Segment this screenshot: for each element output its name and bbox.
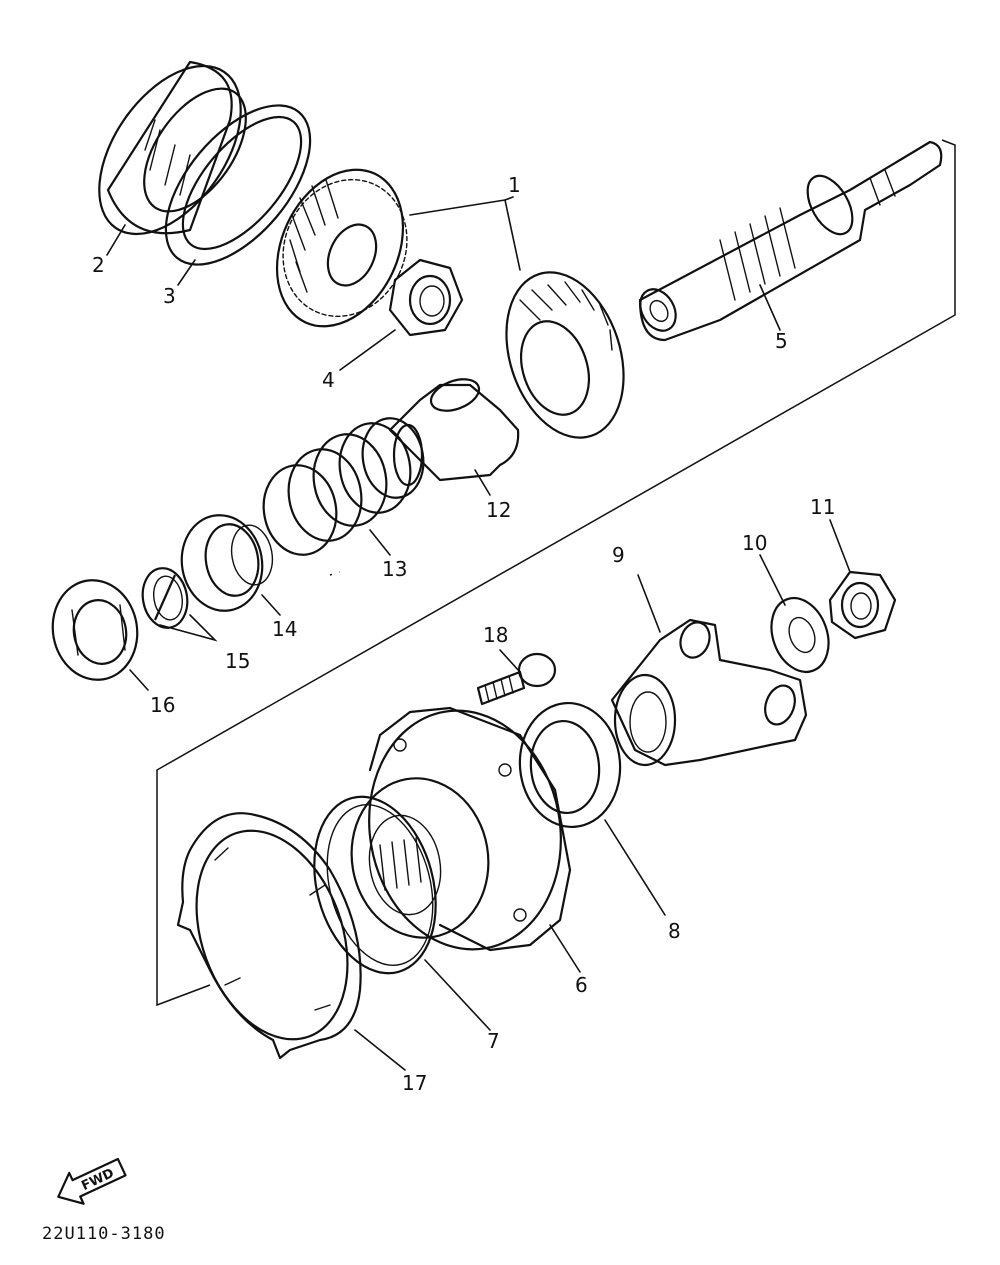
shaft-part-5	[638, 140, 943, 342]
callout-3: 3	[163, 284, 176, 308]
callout-7: 7	[487, 1029, 500, 1053]
oil-seal-part-8	[518, 701, 622, 829]
bearing-part-2	[98, 60, 247, 236]
callout-2: 2	[92, 253, 105, 277]
callout-10: 10	[742, 531, 767, 555]
callout-4: 4	[322, 368, 335, 392]
callout-15: 15	[225, 649, 250, 673]
bolt-part-18	[476, 652, 557, 706]
plate-part-17	[176, 812, 362, 1060]
spring-part-13	[262, 417, 425, 556]
callout-18: 18	[483, 623, 508, 647]
leader-lines	[106, 224, 851, 1071]
callout-11: 11	[810, 495, 835, 519]
nut-part-11	[828, 570, 897, 640]
yoke-part-9	[610, 618, 808, 767]
callout-9: 9	[612, 543, 625, 567]
nut-part-4	[388, 258, 464, 337]
washer-part-10	[770, 597, 830, 673]
pinion-gear-part-1	[275, 168, 408, 328]
assembly-frame	[156, 139, 956, 1007]
housing-part-6	[350, 706, 572, 952]
callout-17: 17	[402, 1071, 427, 1095]
diagram-code: 22U110-3180	[42, 1224, 166, 1244]
ring-gear-part-1	[505, 271, 625, 439]
callout-12: 12	[486, 498, 511, 522]
shim-part-3	[164, 104, 312, 266]
callout-14: 14	[272, 617, 297, 641]
callout-5: 5	[775, 329, 788, 353]
forward-arrow-icon: FWD	[57, 1157, 127, 1205]
callout-13: 13	[382, 557, 407, 581]
bearing-part-16	[51, 579, 139, 681]
fwd-label: FWD	[79, 1166, 116, 1194]
callout-16: 16	[150, 693, 175, 717]
callout-1: 1	[508, 173, 521, 197]
spacer-part-14	[180, 514, 274, 612]
callout-8: 8	[668, 919, 681, 943]
callout-6: 6	[575, 973, 588, 997]
callout-1-leaders	[409, 196, 521, 271]
